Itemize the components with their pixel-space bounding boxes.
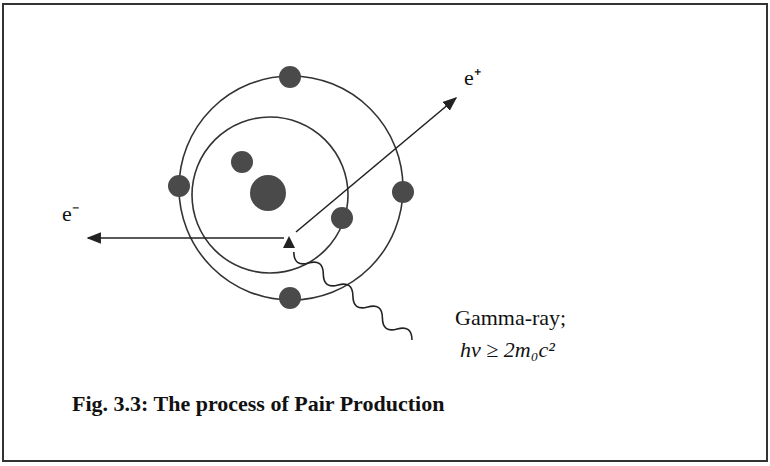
outer-orbit [179, 76, 403, 300]
figure-frame [3, 4, 767, 461]
energy-condition: hν ≥ 2m₀c² [460, 338, 555, 362]
gamma-ray-wave [294, 252, 412, 340]
figure-caption: Fig. 3.3: The process of Pair Production [72, 392, 444, 416]
electron [392, 181, 414, 203]
electron [231, 151, 253, 173]
particle-label: e⁺ [464, 66, 481, 90]
electron [168, 175, 190, 197]
particle-label: e⁻ [62, 202, 79, 226]
nucleus [250, 175, 286, 211]
electron-track [88, 237, 284, 239]
inner-orbit [192, 117, 348, 273]
interaction-point [283, 236, 295, 248]
ray-label: Gamma-ray; [455, 306, 566, 330]
electron [331, 207, 353, 229]
electron [279, 287, 301, 309]
positron-track [296, 98, 456, 232]
electron [279, 66, 301, 88]
